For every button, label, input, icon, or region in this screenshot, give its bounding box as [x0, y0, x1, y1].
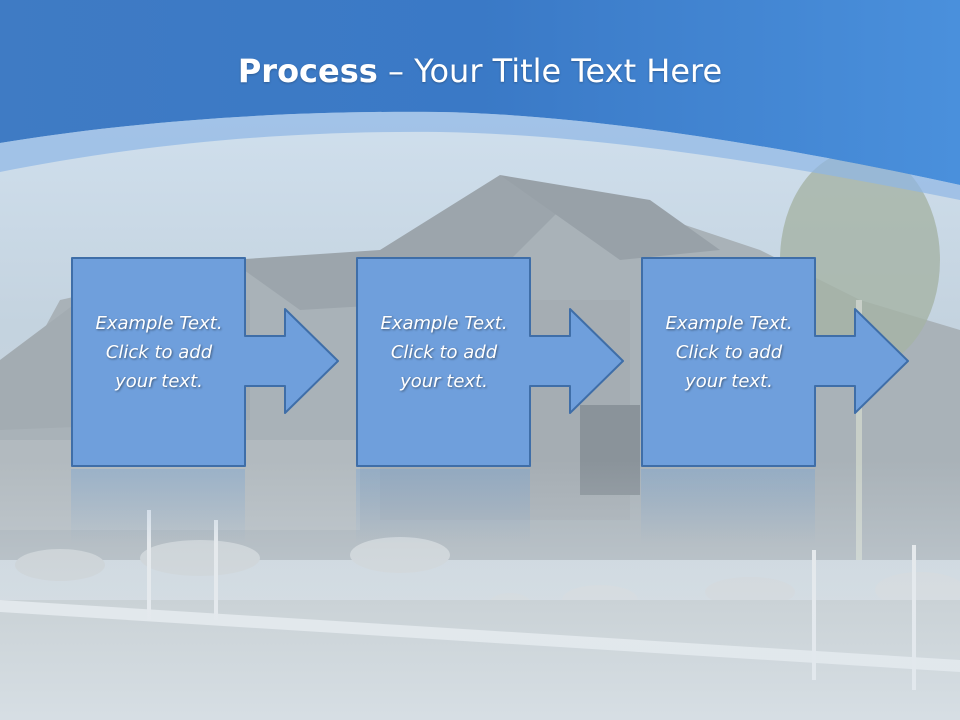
step-text-line: your text. [115, 371, 203, 392]
step-text-line: Click to add [105, 342, 213, 363]
arrow-box-shape [356, 257, 624, 467]
step-text-line: Click to add [390, 342, 498, 363]
step-2-text[interactable]: Example Text. Click to add your text. [360, 309, 528, 396]
arrow-box-shape [641, 257, 909, 467]
step-1-reflection [71, 469, 245, 544]
step-text-line: Click to add [675, 342, 783, 363]
step-1-text[interactable]: Example Text. Click to add your text. [75, 309, 243, 396]
title-bold: Process [237, 52, 378, 90]
process-step-3[interactable]: Example Text. Click to add your text. [641, 257, 960, 467]
step-2-reflection [356, 469, 530, 544]
step-3-reflection [641, 469, 815, 544]
arrow-box-shape [71, 257, 339, 467]
step-text-line: your text. [400, 371, 488, 392]
step-text-line: Example Text. [95, 313, 223, 334]
step-3-text[interactable]: Example Text. Click to add your text. [645, 309, 813, 396]
title-rest: – Your Title Text Here [377, 52, 723, 90]
step-text-line: Example Text. [665, 313, 793, 334]
slide-title[interactable]: Process – Your Title Text Here [0, 52, 960, 90]
step-text-line: Example Text. [380, 313, 508, 334]
step-text-line: your text. [685, 371, 773, 392]
process-step-2[interactable]: Example Text. Click to add your text. [356, 257, 696, 467]
process-step-1[interactable]: Example Text. Click to add your text. [71, 257, 411, 467]
